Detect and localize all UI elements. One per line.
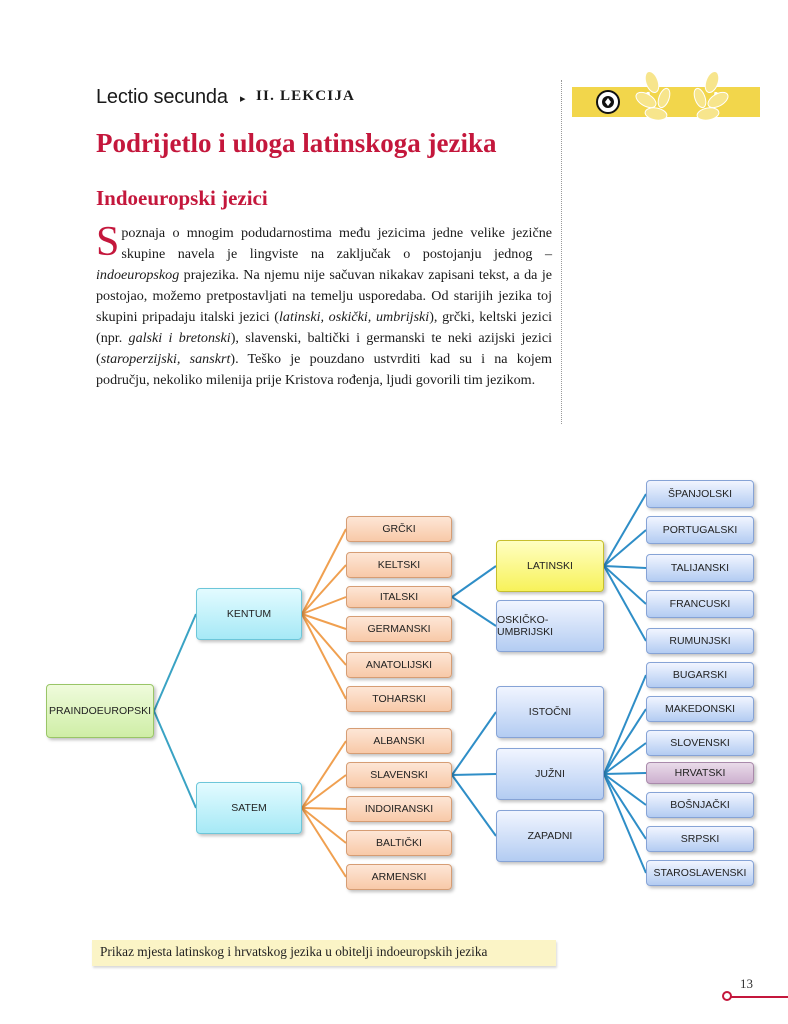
connector-line [301, 807, 347, 810]
node-keltski: KELTSKI [346, 552, 452, 578]
connector-line [451, 565, 497, 598]
paragraph-segment: indoeuropskog [96, 267, 180, 283]
node-anatolijski: ANATOLIJSKI [346, 652, 452, 678]
connector-line [603, 773, 647, 806]
lesson-number: II. LEKCIJA [256, 88, 356, 104]
footer-line [730, 996, 788, 998]
connector-line [603, 565, 647, 569]
node-srpski: SRPSKI [646, 826, 754, 852]
connector-line [603, 773, 647, 840]
connector-line [301, 613, 347, 700]
node-praindoeuropski: PRAINDOEUROPSKI [46, 684, 154, 738]
node-balticki: BALTIČKI [346, 830, 452, 856]
connector-line [451, 711, 497, 776]
node-armenski: ARMENSKI [346, 864, 452, 890]
node-toharski: TOHARSKI [346, 686, 452, 712]
connector-line [603, 529, 647, 567]
node-portugalski: PORTUGALSKI [646, 516, 754, 544]
paragraph-text: poznaja o mnogim podudarnostima među jez… [96, 223, 552, 391]
figure-caption: Prikaz mjesta latinskog i hrvatskog jezi… [92, 940, 556, 966]
connector-line [301, 613, 347, 666]
node-kentum: KENTUM [196, 588, 302, 640]
connector-line [451, 773, 497, 776]
node-slovenski: SLOVENSKI [646, 730, 754, 756]
connector-line [301, 528, 347, 615]
connector-line [153, 710, 197, 809]
node-staroslavenski: STAROSLAVENSKI [646, 860, 754, 886]
node-spanjolski: ŠPANJOLSKI [646, 480, 754, 508]
node-bosnjacki: BOŠNJAČKI [646, 792, 754, 818]
drop-cap: S [96, 219, 120, 265]
paragraph-segment: galski i bretonski [128, 330, 231, 346]
node-talijanski: TALIJANSKI [646, 554, 754, 582]
connector-line [301, 807, 347, 844]
node-latinski: LATINSKI [496, 540, 604, 592]
connector-line [603, 708, 647, 775]
page-number: 13 [740, 976, 753, 991]
node-hrvatski: HRVATSKI [646, 762, 754, 784]
node-makedonski: MAKEDONSKI [646, 696, 754, 722]
node-istocni: ISTOČNI [496, 686, 604, 738]
node-indoiranski: INDOIRANSKI [346, 796, 452, 822]
paragraph-segment: prajezika. Na njemu nije sačuvan nikakav… [96, 267, 552, 325]
connector-line [603, 742, 647, 775]
connector-line [603, 674, 647, 775]
connector-line [603, 565, 647, 642]
footer-circle-icon [722, 991, 732, 1001]
connector-line [603, 565, 647, 605]
connector-line [451, 596, 497, 627]
paragraph-segment: ). Teško je pouzdano ustvrditi kad su i … [96, 351, 552, 388]
connector-line [301, 740, 347, 809]
node-germanski: GERMANSKI [346, 616, 452, 642]
arrow-icon: ▸ [240, 92, 246, 105]
lesson-label: Lectio secunda [96, 86, 228, 108]
connector-line [451, 774, 497, 837]
node-albanski: ALBANSKI [346, 728, 452, 754]
paragraph-segment: staroperzijski, sanskrt [100, 351, 231, 367]
connector-line [603, 772, 647, 775]
connector-line [301, 564, 347, 615]
connector-line [301, 596, 347, 615]
language-family-diagram: PRAINDOEUROPSKI KENTUM SATEM GRČKI KELTS… [0, 470, 788, 900]
connector-line [153, 613, 197, 712]
node-rumunjski: RUMUNJSKI [646, 628, 754, 654]
node-francuski: FRANCUSKI [646, 590, 754, 618]
diagram-connectors [153, 493, 647, 878]
node-zapadni: ZAPADNI [496, 810, 604, 862]
node-bugarski: BUGARSKI [646, 662, 754, 688]
seal-logo-icon [596, 90, 620, 114]
node-satem: SATEM [196, 782, 302, 834]
node-italski: ITALSKI [346, 586, 452, 608]
paragraph-segment: latinski, oskički, umbrijski [279, 309, 430, 325]
column-divider [561, 80, 562, 424]
page-title: Podrijetlo i uloga latinskoga jezika [96, 128, 497, 158]
paragraph-segment: ), slavenski, baltički i germanski te ne… [96, 330, 553, 367]
connector-line [603, 773, 647, 874]
connector-line [301, 613, 347, 630]
laurel-wreath-icon [635, 70, 729, 128]
node-grcki: GRČKI [346, 516, 452, 542]
connector-line [301, 807, 347, 878]
connector-line [301, 774, 347, 809]
section-title: Indoeuropski jezici [96, 186, 268, 210]
paragraph-segment: poznaja o mnogim podudarnostima među jez… [121, 225, 552, 262]
intro-paragraph: S poznaja o mnogim podudarnostima među j… [96, 219, 552, 391]
node-slavenski: SLAVENSKI [346, 762, 452, 788]
paragraph-segment: ), grčki, keltski jezici (npr. [96, 309, 552, 346]
connector-line [603, 493, 647, 567]
node-juzni: JUŽNI [496, 748, 604, 800]
node-oskicko-umbrijski: OSKIČKO-UMBRIJSKI [496, 600, 604, 652]
